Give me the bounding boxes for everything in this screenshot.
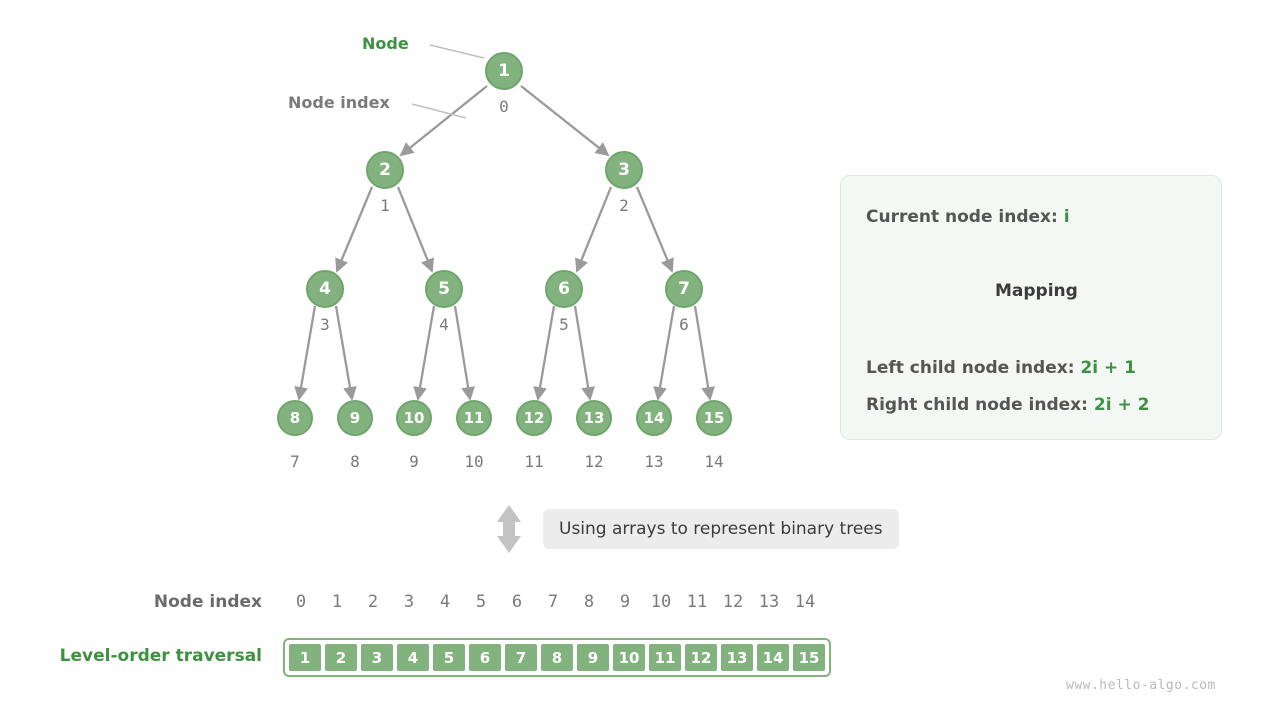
tree-node-index-label: 10 — [464, 452, 484, 471]
info-right-child: Right child node index: 2i + 2 — [866, 395, 1150, 415]
info-current-label: Current node index — [866, 207, 1052, 227]
array-cell: 12 — [684, 643, 718, 672]
tree-node: 1 — [485, 52, 523, 90]
info-left-value: 2i + 1 — [1080, 358, 1137, 378]
array-cell: 1 — [288, 643, 322, 672]
tree-node: 4 — [306, 270, 344, 308]
tree-node-index-label: 14 — [704, 452, 724, 471]
tree-node-index-label: 9 — [409, 452, 419, 471]
callout-node-index: Node index — [288, 93, 390, 112]
array-cell: 10 — [612, 643, 646, 672]
tree-node-index-label: 3 — [320, 315, 330, 334]
array-cell: 9 — [576, 643, 610, 672]
array-index-cell: 8 — [583, 592, 595, 612]
tree-node: 13 — [576, 400, 612, 436]
tree-node: 9 — [337, 400, 373, 436]
array-cell: 15 — [792, 643, 826, 672]
array-cell: 13 — [720, 643, 754, 672]
tree-node-index-label: 4 — [439, 315, 449, 334]
info-right-value: 2i + 2 — [1093, 395, 1150, 415]
tree-node: 10 — [396, 400, 432, 436]
array-values-row-label: Level-order traversal — [59, 646, 262, 666]
info-mapping-label: Mapping — [995, 281, 1078, 301]
info-right-label: Right child node index — [866, 395, 1082, 415]
tree-node-index-label: 2 — [619, 196, 629, 215]
callout-node: Node — [362, 34, 409, 53]
array-index-cell: 13 — [758, 592, 780, 612]
array-index-cell: 9 — [619, 592, 631, 612]
tree-node-index-label: 5 — [559, 315, 569, 334]
tree-node: 6 — [545, 270, 583, 308]
array-index-cell: 6 — [511, 592, 523, 612]
bidirectional-arrow-icon — [497, 505, 521, 553]
tree-node: 12 — [516, 400, 552, 436]
tree-node-index-label: 1 — [380, 196, 390, 215]
tree-node: 8 — [277, 400, 313, 436]
tree-node-index-label: 11 — [524, 452, 544, 471]
array-cell: 11 — [648, 643, 682, 672]
array-cell: 7 — [504, 643, 538, 672]
tree-node-index-label: 6 — [679, 315, 689, 334]
array-index-cell: 1 — [331, 592, 343, 612]
watermark: www.hello-algo.com — [1066, 678, 1216, 693]
info-current-value: i — [1063, 207, 1070, 227]
array-index-cell: 5 — [475, 592, 487, 612]
tree-node: 15 — [696, 400, 732, 436]
info-left-child: Left child node index: 2i + 1 — [866, 358, 1137, 378]
info-left-label: Left child node index — [866, 358, 1068, 378]
tree-node-index-label: 13 — [644, 452, 664, 471]
array-index-cell: 4 — [439, 592, 451, 612]
array-cell: 14 — [756, 643, 790, 672]
tree-node-index-label: 12 — [584, 452, 604, 471]
array-cell: 2 — [324, 643, 358, 672]
array-index-cell: 12 — [722, 592, 744, 612]
caption-box: Using arrays to represent binary trees — [543, 509, 899, 549]
tree-node-index-label: 0 — [499, 97, 509, 116]
info-current-node-index: Current node index: i — [866, 207, 1070, 227]
array-index-cell: 0 — [295, 592, 307, 612]
tree-node: 14 — [636, 400, 672, 436]
array-cell: 6 — [468, 643, 502, 672]
tree-node: 2 — [366, 151, 404, 189]
array-index-cell: 14 — [794, 592, 816, 612]
caption-text: Using arrays to represent binary trees — [559, 519, 883, 539]
array-index-cell: 2 — [367, 592, 379, 612]
array-cell: 3 — [360, 643, 394, 672]
array-index-row-label: Node index — [153, 592, 262, 612]
array-index-cell: 11 — [686, 592, 708, 612]
mapping-info-panel — [840, 175, 1222, 440]
array-cell: 5 — [432, 643, 466, 672]
tree-node: 7 — [665, 270, 703, 308]
tree-node: 11 — [456, 400, 492, 436]
tree-node-index-label: 8 — [350, 452, 360, 471]
tree-node: 5 — [425, 270, 463, 308]
array-index-cell: 3 — [403, 592, 415, 612]
tree-node: 3 — [605, 151, 643, 189]
array-index-cell: 10 — [650, 592, 672, 612]
tree-node-index-label: 7 — [290, 452, 300, 471]
array-cell: 4 — [396, 643, 430, 672]
array-index-cell: 7 — [547, 592, 559, 612]
array-cell: 8 — [540, 643, 574, 672]
